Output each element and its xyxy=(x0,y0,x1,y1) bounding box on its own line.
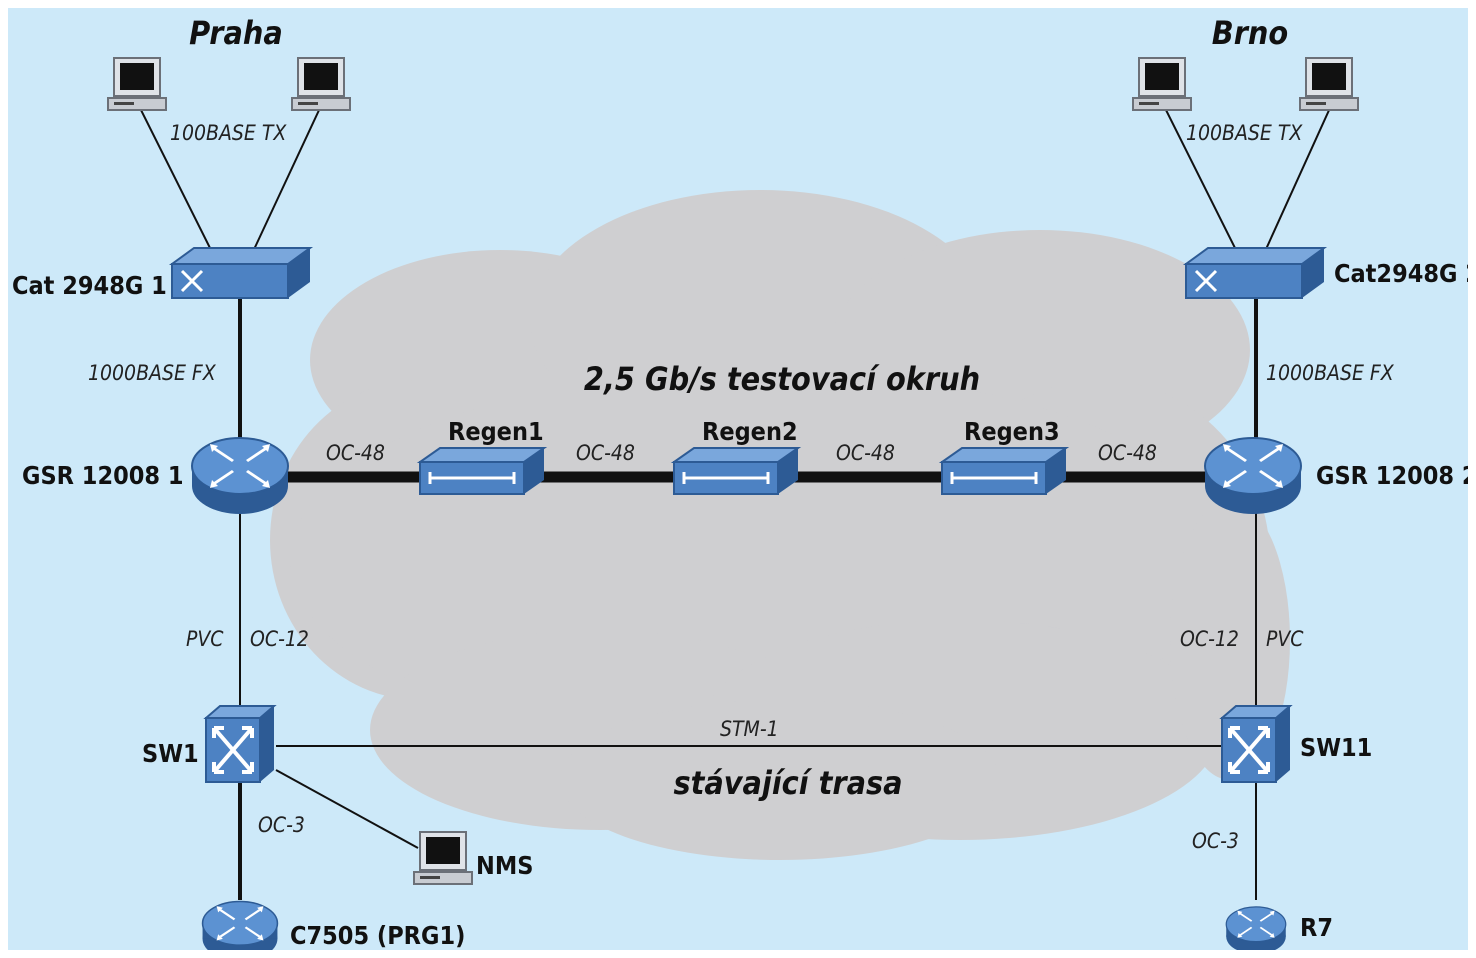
link-pc4-cat2 xyxy=(1261,107,1331,259)
regen1-label: Regen1 xyxy=(448,417,544,446)
computer-icon xyxy=(291,57,351,111)
c7505-label: C7505 (PRG1) xyxy=(290,921,465,950)
r7-label: R7 xyxy=(1300,913,1333,942)
nms-computer-icon xyxy=(413,831,473,885)
regen3-label: Regen3 xyxy=(964,417,1060,446)
link-label-fx-right: 1000BASE FX xyxy=(1266,361,1395,385)
existing-route-label: stávající trasa xyxy=(673,764,902,802)
nms-label: NMS xyxy=(476,851,533,880)
computer-icon xyxy=(1299,57,1359,111)
city-label-brno: Brno xyxy=(1212,14,1288,52)
link-label-fx-left: 1000BASE FX xyxy=(88,361,217,385)
network-cloud xyxy=(270,190,1290,860)
gsr-right-label: GSR 12008 2 xyxy=(1316,461,1476,490)
link-pc2-cat1 xyxy=(249,107,321,259)
regen3-icon xyxy=(940,446,1068,496)
city-label-praha: Praha xyxy=(189,14,283,52)
link-label-stm1: STM-1 xyxy=(720,717,779,741)
cloud-title: 2,5 Gb/s testovací okruh xyxy=(584,360,980,398)
cat-left-label: Cat 2948G 1 xyxy=(12,271,167,300)
link-pc1-cat1 xyxy=(139,107,216,259)
link-label-oc48-1: OC-48 xyxy=(326,441,385,465)
link-label-oc3-right: OC-3 xyxy=(1192,829,1239,853)
cat-right-label: Cat2948G 2 xyxy=(1334,259,1476,288)
link-label-pvc-right: PVC xyxy=(1266,627,1304,651)
sw1-atm-switch-icon xyxy=(204,704,276,784)
regen2-icon xyxy=(672,446,800,496)
sw1-label: SW1 xyxy=(142,739,199,768)
link-label-oc48-2: OC-48 xyxy=(576,441,635,465)
link-label-tx-left: 100BASE TX xyxy=(170,121,287,145)
link-label-oc12-right: OC-12 xyxy=(1180,627,1239,651)
link-sw1-nms xyxy=(275,769,419,849)
c7505-router-icon xyxy=(201,900,279,958)
cat-switch-left-icon xyxy=(170,246,312,300)
gsr-router-right-icon xyxy=(1204,437,1302,515)
link-label-oc12-left: OC-12 xyxy=(250,627,309,651)
link-label-tx-right: 100BASE TX xyxy=(1186,121,1303,145)
link-label-oc48-4: OC-48 xyxy=(1098,441,1157,465)
regen2-label: Regen2 xyxy=(702,417,798,446)
gsr-left-label: GSR 12008 1 xyxy=(22,461,184,490)
sw11-atm-switch-icon xyxy=(1220,704,1292,784)
computer-icon xyxy=(1132,57,1192,111)
link-label-pvc-left: PVC xyxy=(186,627,224,651)
gsr-router-left-icon xyxy=(191,437,289,515)
link-label-oc3-left: OC-3 xyxy=(258,813,305,837)
regen1-icon xyxy=(418,446,546,496)
r7-router-icon xyxy=(1225,906,1287,955)
computer-icon xyxy=(107,57,167,111)
link-label-oc48-3: OC-48 xyxy=(836,441,895,465)
cat-switch-right-icon xyxy=(1184,246,1326,300)
sw11-label: SW11 xyxy=(1300,733,1372,762)
link-pc3-cat2 xyxy=(1164,107,1241,259)
